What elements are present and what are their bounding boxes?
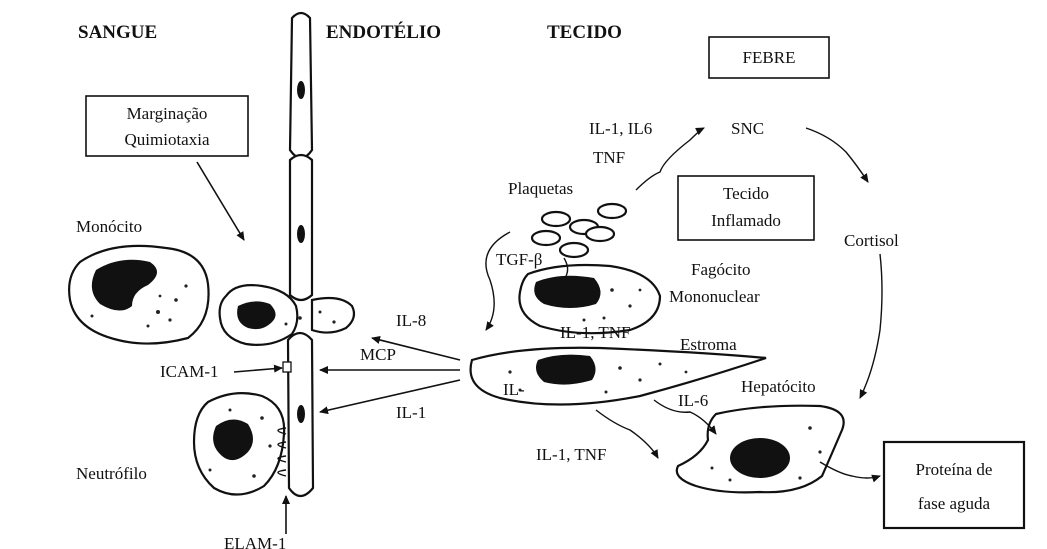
endothelium-column [288, 13, 313, 496]
il1-tnf-lower-label: IL-1, TNF [536, 445, 607, 464]
tnf-label: TNF [593, 148, 625, 167]
header-blood: SANGUE [78, 22, 157, 43]
il1-arrow [320, 380, 460, 412]
neutrophil-label: Neutrófilo [76, 464, 147, 483]
chemotaxis-label: Quimiotaxia [125, 130, 210, 149]
migrating-monocyte [220, 285, 354, 345]
il-fragment-label: IL- [503, 380, 525, 399]
stroma-label: Estroma [680, 335, 737, 354]
platelets-label: Plaquetas [508, 179, 573, 198]
cortisol-to-hepatocyte-arrow [860, 254, 882, 398]
mcp-label: MCP [360, 345, 396, 364]
cortisol-label: Cortisol [844, 231, 899, 250]
inflamed-tissue-label-1: Tecido [723, 184, 769, 203]
platelets-group [532, 204, 626, 257]
il8-label: IL-8 [396, 311, 426, 330]
header-endothelium: ENDOTÉLIO [326, 21, 441, 43]
mononuclear-label: Mononuclear [669, 287, 760, 306]
fever-label: FEBRE [743, 48, 796, 67]
acute-phase-protein-box: Proteína de fase aguda [884, 442, 1024, 528]
acute-phase-label-2: fase aguda [918, 494, 991, 513]
monocyte-label: Monócito [76, 217, 142, 236]
snc-to-cortisol-arrow [806, 128, 868, 182]
elam-label: ELAM-1 [224, 534, 286, 549]
snc-label: SNC [731, 119, 764, 138]
hepatocyte-to-protein-arrow [820, 462, 880, 478]
monocyte-cell [69, 246, 208, 344]
margination-arrow [197, 162, 244, 240]
icam-label: ICAM-1 [160, 362, 219, 381]
margination-box: Marginação Quimiotaxia [86, 96, 248, 156]
fever-box: FEBRE [709, 37, 829, 78]
icam-arrow [234, 368, 282, 372]
il1-label: IL-1 [396, 403, 426, 422]
tgf-wavy-arrow [486, 232, 510, 330]
margination-label: Marginação [127, 104, 208, 123]
endothelial-nucleus [297, 81, 305, 99]
inflamed-tissue-box: Tecido Inflamado [678, 176, 814, 240]
hepatocyte-label: Hepatócito [741, 377, 816, 396]
phagocyte-label: Fagócito [691, 260, 751, 279]
header-tissue: TECIDO [547, 22, 622, 43]
il1-tnf-upper-label: IL-1, TNF [560, 323, 631, 342]
inflamed-tissue-label-2: Inflamado [711, 211, 781, 230]
endothelial-nucleus [297, 405, 305, 423]
acute-phase-label-1: Proteína de [916, 460, 993, 479]
il6-label: IL-6 [678, 391, 708, 410]
il1-il6-label: IL-1, IL6 [589, 119, 652, 138]
tgf-beta-label: TGF-β [496, 250, 542, 269]
endothelial-nucleus [297, 225, 305, 243]
neutrophil-cell [194, 393, 284, 494]
